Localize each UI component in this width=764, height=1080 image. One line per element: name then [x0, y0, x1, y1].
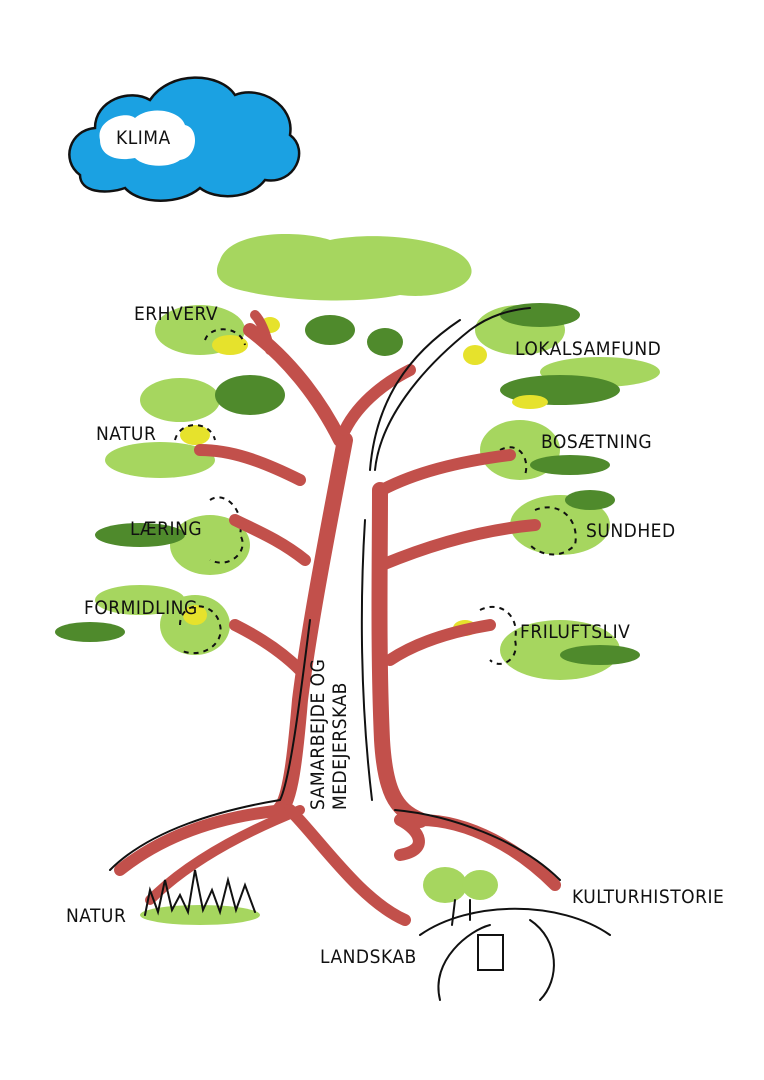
- branch-label-natur: NATUR: [96, 423, 156, 445]
- grass-icon: [140, 869, 260, 925]
- root-label-landskab: LANDSKAB: [320, 946, 417, 968]
- branch-label-formidling: FORMIDLING: [84, 597, 198, 619]
- trunk-label-line2: MEDEJERSKAB: [329, 682, 351, 810]
- root-label-natur: NATUR: [66, 905, 126, 927]
- branch-label-friluftsliv: FRILUFTSLIV: [520, 621, 630, 643]
- branch-label-lokalsamfund: LOKALSAMFUND: [515, 338, 661, 360]
- cloud-icon: [68, 76, 301, 202]
- trunk-label-line1: SAMARBEJDE OG: [307, 659, 329, 810]
- cloud-label: KLIMA: [116, 127, 171, 149]
- landscape-house-icon: [419, 867, 611, 1001]
- foliage: [55, 234, 660, 680]
- branch-label-bosaetning: BOSÆTNING: [541, 431, 652, 453]
- branch-label-erhverv: ERHVERV: [134, 303, 218, 325]
- branch-label-sundhed: SUNDHED: [586, 520, 676, 542]
- branch-label-laering: LÆRING: [130, 518, 202, 540]
- tree-trunk: [109, 307, 561, 926]
- root-label-kulturhistorie: KULTURHISTORIE: [572, 886, 724, 908]
